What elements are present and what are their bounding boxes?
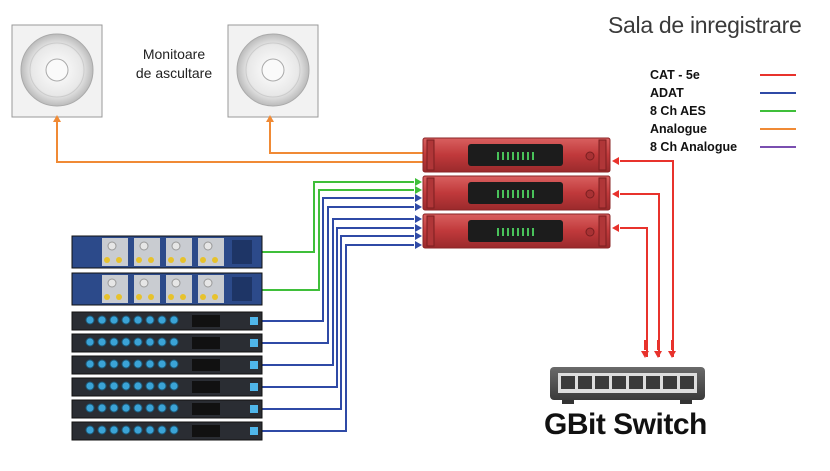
display-panel [468,182,563,204]
legend-item: CAT - 5e [650,66,796,84]
cat5e-cable [620,193,660,357]
monitors-label-line2: de ascultare [135,65,213,81]
ethernet-port [561,376,575,389]
adat-cable [262,197,414,322]
adat-cable-arrowhead [415,241,422,249]
aes-cable-arrowhead [415,178,422,186]
legend-item: 8 Ch Analogue [650,138,796,156]
cat5e-cable [620,160,674,357]
analogue-cable-right-arrowhead [266,115,274,122]
octopre-rack-unit [71,399,263,419]
legend-label: Analogue [650,122,707,136]
adat-cable-arrowhead [415,232,422,240]
rednet-unit [422,175,611,211]
monitor-speaker-right [227,24,319,118]
aes-cable [262,181,414,253]
ethernet-port [680,376,694,389]
legend-swatch [760,91,796,95]
rednet-units [422,137,611,249]
legend-item: Analogue [650,120,796,138]
legend-label: 8 Ch Analogue [650,140,738,154]
cat5e-cable-arrowhead [612,190,619,198]
ethernet-port [578,376,592,389]
adat-cable-arrowhead [415,215,422,223]
legend: CAT - 5e ADAT 8 Ch AES Analogue 8 Ch Ana… [650,66,796,156]
rednet-unit [422,213,611,249]
cat5e-cable-arrowhead [612,157,619,165]
legend-item: ADAT [650,84,796,102]
page-title: Sala de inregistrare [608,12,802,38]
legend-label: 8 Ch AES [650,104,706,118]
legend-swatch [760,145,796,149]
adat-cable-arrowhead [415,224,422,232]
cat5e-cable-to-switch-arrowhead [668,351,676,358]
monitors-label: Monitoare de ascultare [118,45,230,83]
ethernet-port [663,376,677,389]
octopre-rack-unit [71,421,263,441]
adat-cable [262,244,414,432]
ethernet-port [646,376,660,389]
gbit-switch [550,367,705,404]
octopre-rack-unit [71,355,263,375]
preamp-rack-unit [71,235,263,269]
legend-swatch [760,73,796,77]
octopre-rack-unit [71,333,263,353]
display-panel [468,144,563,166]
monitor-speaker-left [11,24,103,118]
monitors-label-line1: Monitoare [142,46,206,62]
legend-label: CAT - 5e [650,68,700,82]
legend-swatch [760,109,796,113]
ethernet-port [612,376,626,389]
cat5e-cable-to-switch-arrowhead [641,351,649,358]
adat-cable [262,218,414,366]
analogue-cable-left [56,122,423,163]
cat5e-cable [620,227,648,357]
display-panel [468,220,563,242]
port-panel [558,373,697,393]
cat5e-cable-to-switch-arrowhead [654,351,662,358]
adat-cable-arrowhead [415,194,422,202]
legend-item: 8 Ch AES [650,102,796,120]
rednet-unit [422,137,611,173]
switch-label: GBit Switch [544,408,707,441]
adat-cable-arrowhead [415,203,422,211]
legend-label: ADAT [650,86,684,100]
ethernet-port [629,376,643,389]
aes-cable-arrowhead [415,186,422,194]
legend-swatch [760,127,796,131]
aes-cable [262,189,414,291]
adat-cable [262,206,414,344]
analogue-cable-left-arrowhead [53,115,61,122]
analogue-cable-right [269,122,423,154]
octopre-rack-unit [71,377,263,397]
adat-cable [262,235,414,410]
octopre-rack-unit [71,311,263,331]
cat5e-cable-arrowhead [612,224,619,232]
preamp-rack-unit [71,272,263,306]
wiring [53,115,676,432]
ethernet-port [595,376,609,389]
preamp-racks [71,235,263,441]
adat-cable [262,227,414,388]
